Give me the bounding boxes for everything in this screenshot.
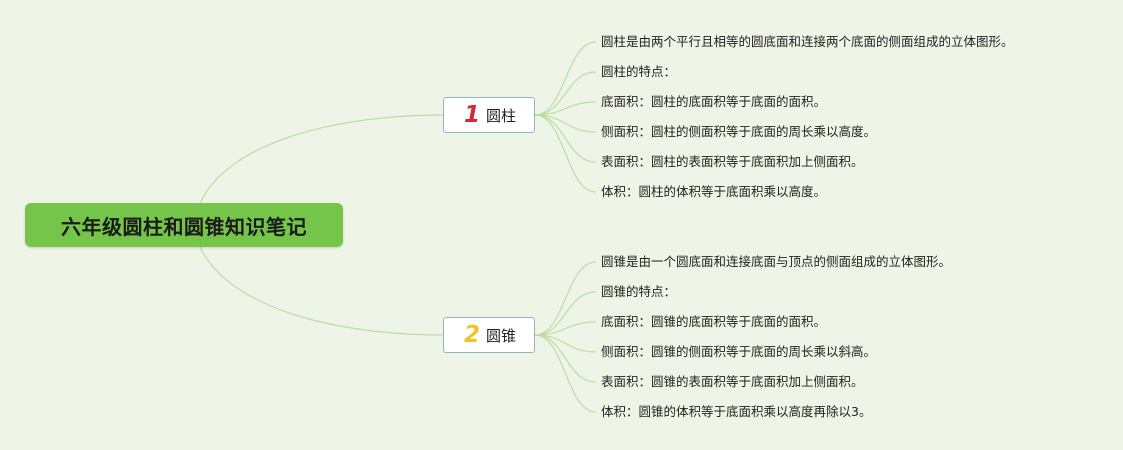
connector-cone-leaf-3 — [534, 321, 597, 336]
leaf-cylinder-definition[interactable]: 圆柱是由两个平行且相等的圆底面和连接两个底面的侧面组成的立体图形。 — [601, 34, 1014, 49]
connector-cylinder-leaf-2 — [534, 71, 597, 116]
leaf-cylinder-surface-area[interactable]: 表面积：圆柱的表面积等于底面积加上侧面积。 — [601, 154, 864, 169]
connector-cone-leaf-6 — [534, 334, 597, 413]
leaf-cylinder-base-area[interactable]: 底面积：圆柱的底面积等于底面的面积。 — [601, 94, 827, 109]
leaf-cylinder-lateral-area[interactable]: 侧面积：圆柱的侧面积等于底面的周长乘以高度。 — [601, 124, 877, 139]
branch-label-cone: 圆锥 — [486, 326, 517, 345]
leaf-cylinder-features[interactable]: 圆柱的特点： — [601, 64, 677, 79]
connector-cylinder-leaf-6 — [534, 114, 597, 193]
leaf-cone-surface-area[interactable]: 表面积：圆锥的表面积等于底面积加上侧面积。 — [601, 374, 864, 389]
leaf-cone-features[interactable]: 圆锥的特点： — [601, 284, 677, 299]
connector-cone-leaf-1 — [534, 261, 597, 336]
leaf-cone-lateral-area[interactable]: 侧面积：圆锥的侧面积等于底面的周长乘以斜高。 — [601, 344, 877, 359]
connector-root-cone — [199, 246, 444, 336]
connector-root-cylinder — [199, 114, 444, 204]
connector-cone-leaf-5 — [534, 334, 597, 383]
connector-cylinder-leaf-3 — [534, 101, 597, 116]
connector-cylinder-leaf-4 — [534, 114, 597, 133]
branch-number-1: 1 — [464, 101, 481, 128]
connector-cone-leaf-2 — [534, 291, 597, 336]
leaf-cylinder-volume[interactable]: 体积：圆柱的体积等于底面积乘以高度。 — [601, 184, 827, 199]
leaf-cone-base-area[interactable]: 底面积：圆锥的底面积等于底面的面积。 — [601, 314, 827, 329]
branch-label-cylinder: 圆柱 — [486, 106, 517, 125]
branch-topic-cone[interactable]: 2 圆锥 — [443, 317, 535, 353]
leaf-cone-definition[interactable]: 圆锥是由一个圆底面和连接底面与顶点的侧面组成的立体图形。 — [601, 254, 952, 269]
connector-cylinder-leaf-5 — [534, 114, 597, 163]
branch-number-2: 2 — [464, 321, 481, 348]
connector-cone-leaf-4 — [534, 334, 597, 353]
root-topic-label: 六年级圆柱和圆锥知识笔记 — [61, 214, 307, 239]
leaf-cone-volume[interactable]: 体积：圆锥的体积等于底面积乘以高度再除以3。 — [601, 404, 872, 419]
root-topic[interactable]: 六年级圆柱和圆锥知识笔记 — [25, 203, 343, 247]
branch-topic-cylinder[interactable]: 1 圆柱 — [443, 97, 535, 133]
connector-cylinder-leaf-1 — [534, 41, 597, 116]
